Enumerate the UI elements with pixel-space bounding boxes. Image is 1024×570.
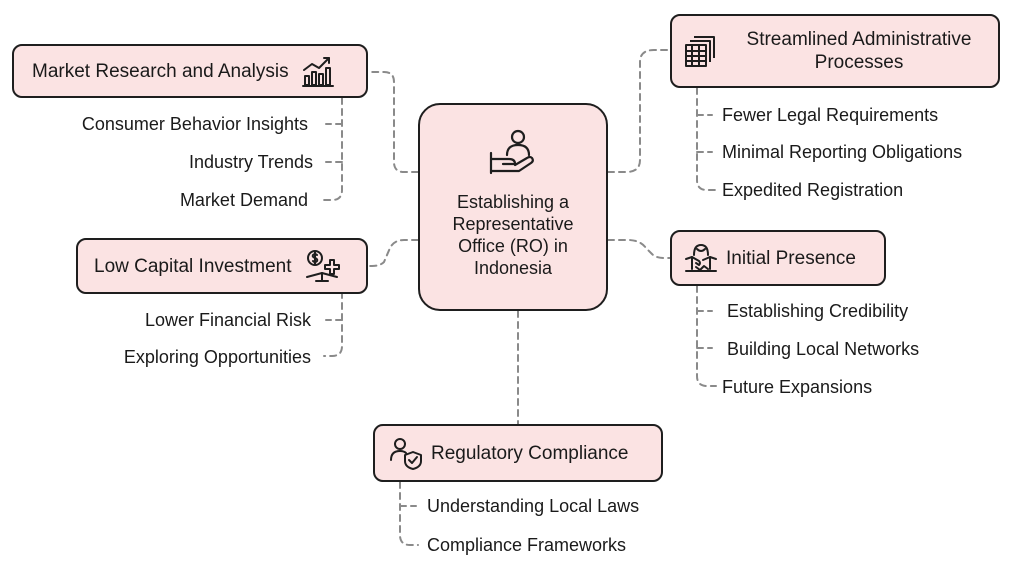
branch-title: Streamlined Administrative Processes [746,29,972,73]
leaf-market-demand: Market Demand [179,190,308,210]
branch-title: Initial Presence [726,247,856,269]
leaf-minimal-reporting: Minimal Reporting Obligations [722,142,963,162]
branch-initial-presence: Initial Presence [670,230,886,286]
center-node: Establishing a Representative Office (RO… [418,103,608,311]
leaf-understanding-local-laws: Understanding Local Laws [427,496,640,516]
leaf-compliance-frameworks: Compliance Frameworks [427,535,627,555]
branch-regulatory: Regulatory Compliance [373,424,663,482]
person-hand-icon [489,129,534,175]
branch-title: Market Research and Analysis [32,60,289,82]
branch-low-capital: Low Capital Investment [76,238,368,294]
branch-market-research: Market Research and Analysis [12,44,368,98]
connector-initial-presence-leaves [696,285,717,387]
leaf-building-local-networks: Building Local Networks [727,339,920,359]
connector-market-research-leaves [323,97,343,201]
connector-center-initial-presence [607,239,671,259]
connector-center-low-capital [367,239,419,267]
connector-center-market-research [367,71,419,173]
leaf-industry-trends: Industry Trends [188,152,313,172]
branch-title: Regulatory Compliance [431,442,629,464]
person-shield-icon [390,438,422,470]
center-title: Establishing a Representative Office (RO… [452,192,574,278]
leaf-future-expansions: Future Expansions [722,377,873,397]
handshake-icon [685,244,717,272]
chart-growth-icon [301,57,334,87]
money-balance-icon [305,250,340,282]
leaf-expedited-registration: Expedited Registration [722,180,904,200]
leaf-exploring-opportunities: Exploring Opportunities [123,347,311,367]
leaf-fewer-legal-requirements: Fewer Legal Requirements [722,105,939,125]
connector-low-capital-leaves [323,291,343,357]
leaf-consumer-behavior: Consumer Behavior Insights [81,114,308,134]
connector-center-streamlined [607,49,671,173]
connector-regulatory-leaves [399,481,419,546]
leaf-establishing-credibility: Establishing Credibility [727,301,909,321]
connector-streamlined-leaves [696,87,717,191]
documents-stack-icon [685,36,715,67]
branch-streamlined: Streamlined Administrative Processes [670,14,1000,88]
branch-title: Low Capital Investment [94,255,292,277]
leaf-lower-financial-risk: Lower Financial Risk [144,310,311,330]
